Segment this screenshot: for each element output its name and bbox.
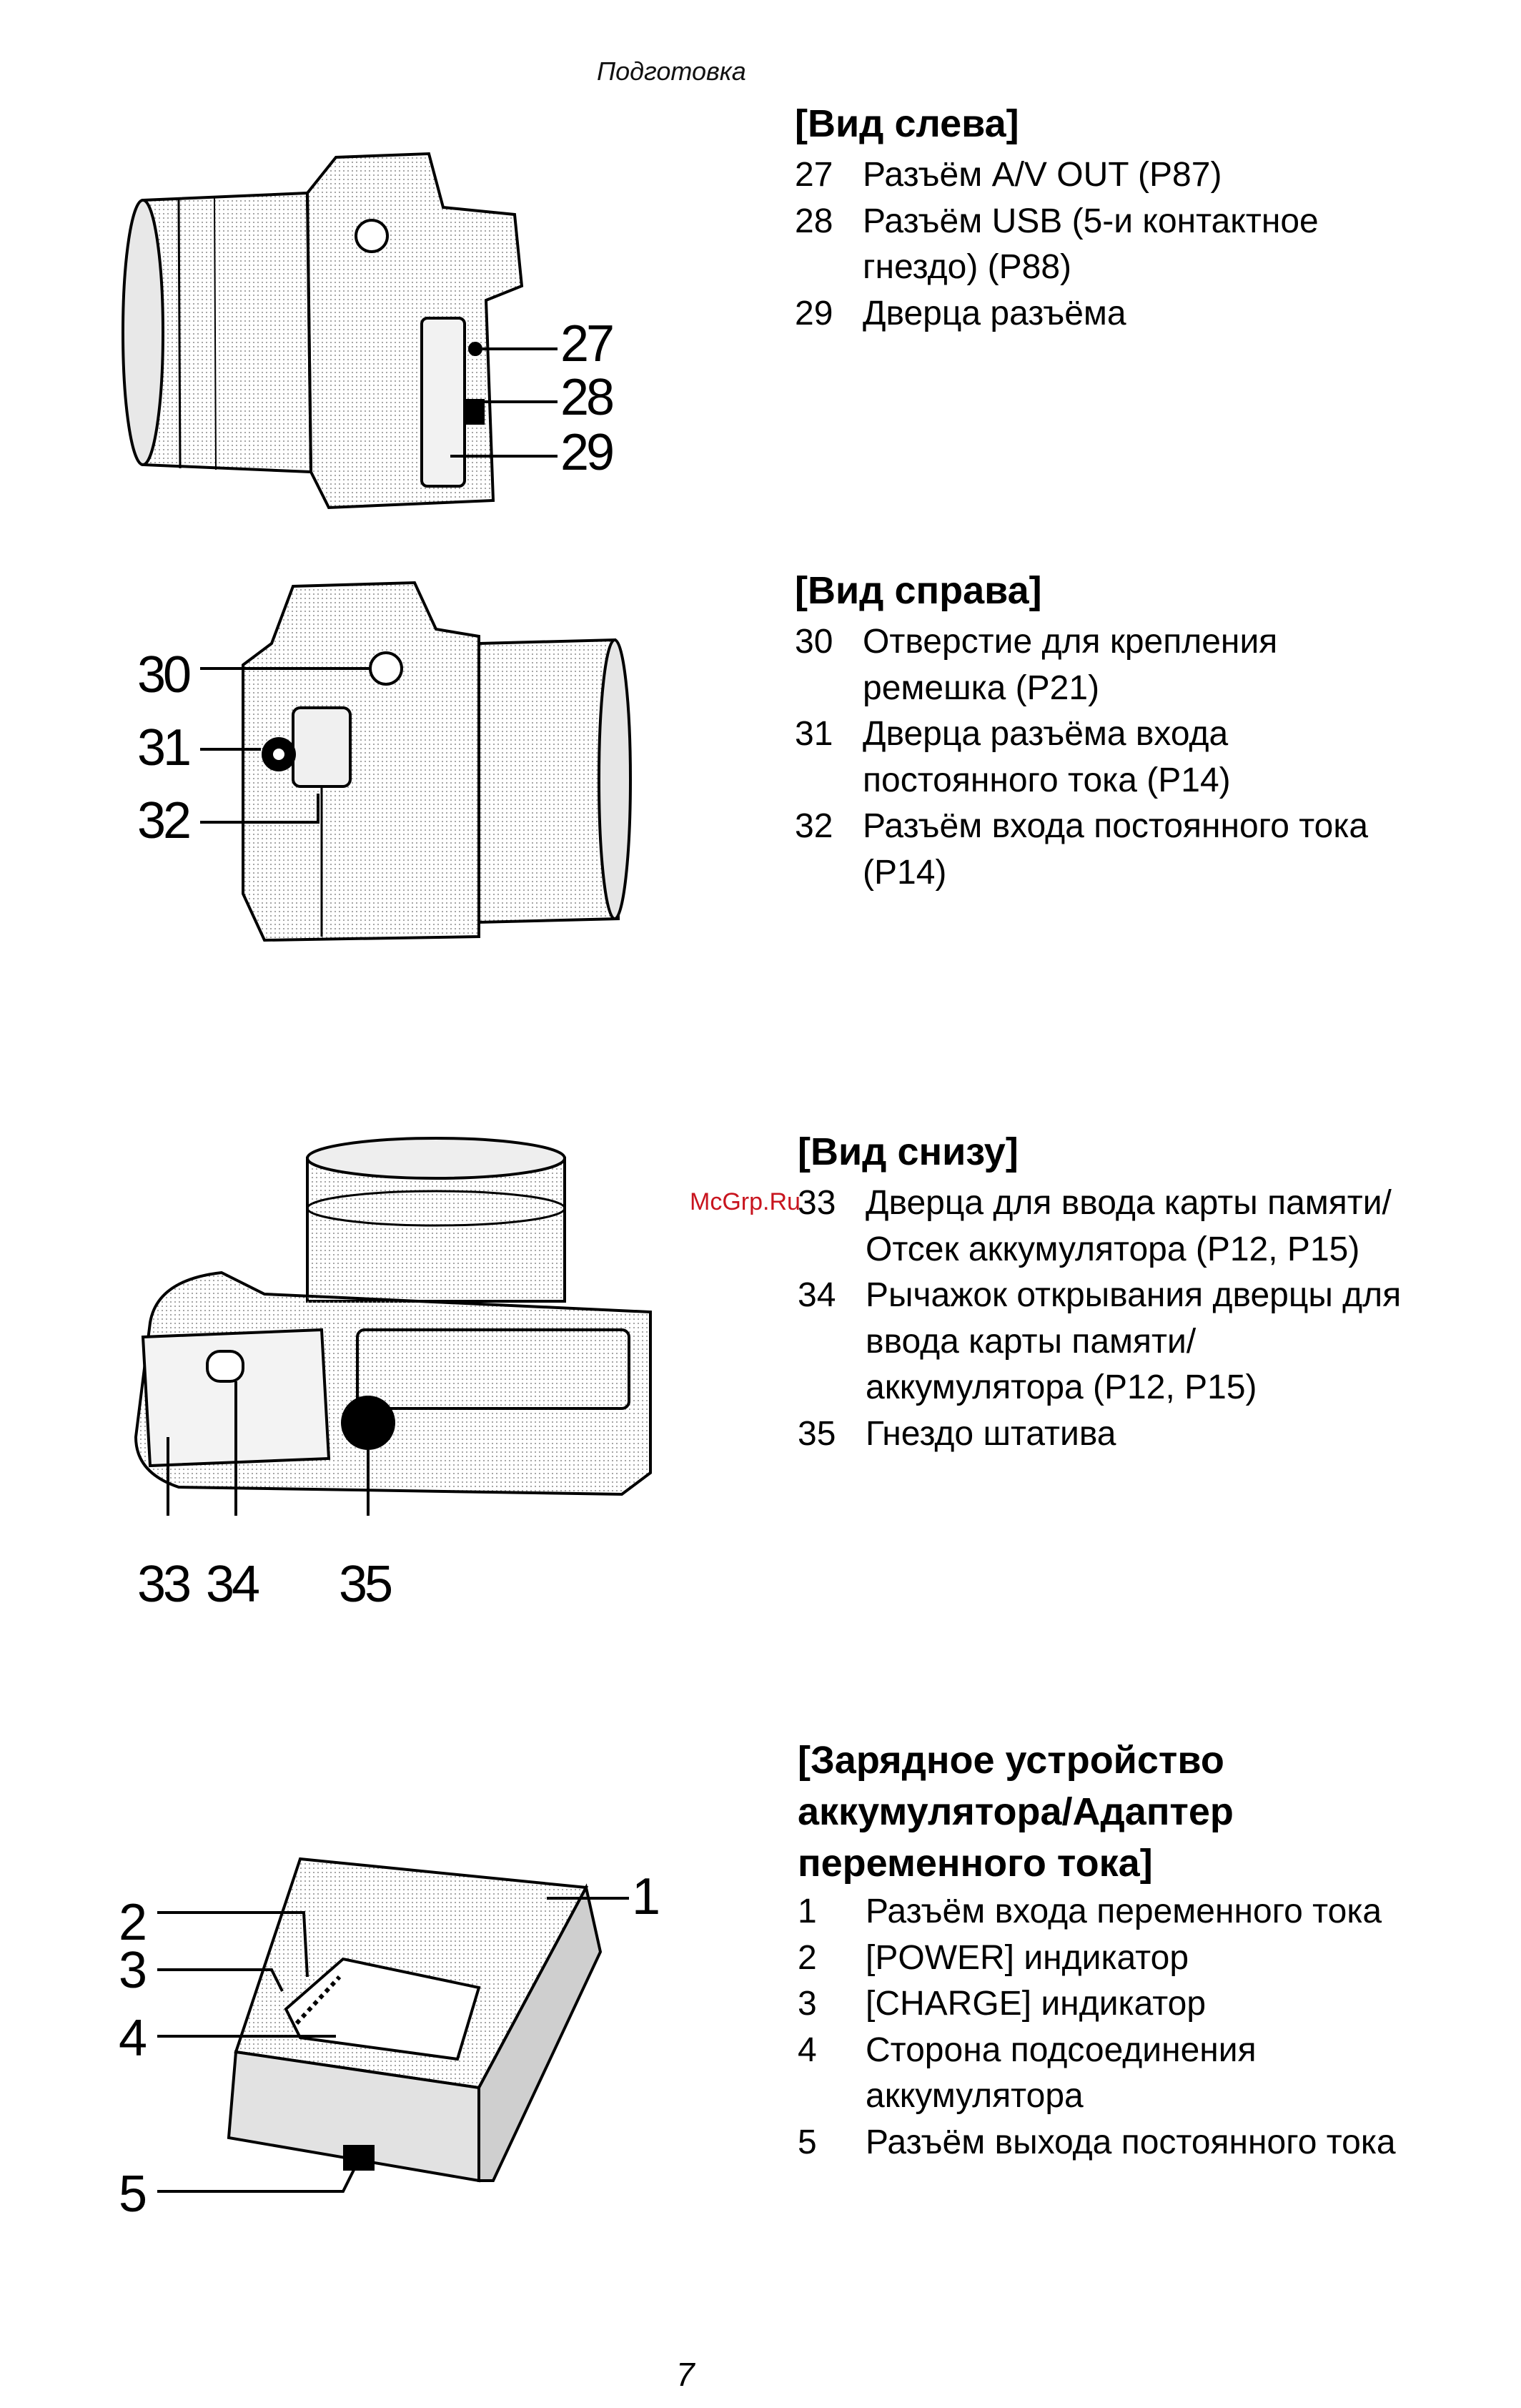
callout-4: 4: [119, 2010, 147, 2067]
callout-34: 34: [206, 1556, 260, 1613]
item-number: 1: [798, 1893, 817, 1930]
page-number: 7: [676, 2356, 695, 2393]
item-text: Разъём входа переменного тока: [866, 1893, 1382, 1930]
list-item: 33 Дверца для ввода карты памяти/Отсек ак…: [798, 1180, 1412, 1273]
item-list-left-view: 27 Разъём A/V OUT (P87) 28 Разъём USB (5-и…: [795, 152, 1409, 337]
list-item: 32 Разъём входа постоянного тока (P14): [795, 804, 1409, 896]
item-number: 31: [795, 715, 833, 753]
callout-29: 29: [560, 424, 615, 481]
list-item: 5 Разъём выхода постоянного тока: [798, 2120, 1412, 2166]
item-text: Разъём выхода постоянного тока: [866, 2123, 1396, 2161]
item-text: Отверстие для крепления ремешка (P21): [863, 623, 1278, 707]
running-header: Подготовка: [597, 56, 746, 86]
item-number: 29: [795, 294, 833, 332]
callout-30: 30: [137, 646, 192, 704]
section-title-charger: [Зарядное устройство аккумулятора/Адапте…: [798, 1739, 1234, 1885]
charger-illustration: [157, 1857, 629, 2193]
watermark: McGrp.Ru: [690, 1188, 801, 1215]
camera-left-view-illustration: [122, 152, 558, 510]
callout-3: 3: [119, 1942, 147, 1999]
item-text: [POWER] индикатор: [866, 1938, 1189, 1977]
item-text: Разъём A/V OUT (P87): [863, 156, 1222, 194]
camera-right-view-illustration: [200, 581, 632, 942]
list-item: 30 Отверстие для крепления ремешка (P21): [795, 619, 1409, 711]
item-text: Сторона подсоединения аккумулятора: [866, 2030, 1257, 2116]
callout-5: 5: [119, 2166, 147, 2223]
list-item: 27 Разъём A/V OUT (P87): [795, 152, 1409, 199]
item-text: Дверца разъёма: [863, 294, 1126, 332]
item-number: 28: [795, 202, 833, 240]
item-text: [CHARGE] индикатор: [866, 1985, 1207, 2023]
section-title-left-view: [Вид слева]: [795, 102, 1019, 145]
callout-2: 2: [119, 1894, 147, 1951]
callout-32: 32: [137, 792, 192, 849]
callout-33: 33: [137, 1556, 192, 1613]
section-title-right-view: [Вид справа]: [795, 569, 1042, 612]
item-text: Рычажок открывания дверцы для ввода карт…: [866, 1276, 1402, 1406]
item-number: 34: [798, 1276, 836, 1314]
callout-1: 1: [632, 1868, 660, 1925]
item-text: Дверца разъёма входа постоянного тока (P…: [863, 715, 1231, 799]
item-number: 33: [798, 1184, 836, 1222]
section-title-bottom-view: [Вид снизу]: [798, 1130, 1019, 1173]
item-number: 4: [798, 2030, 817, 2069]
callout-28: 28: [560, 369, 615, 426]
item-list-bottom-view: 33 Дверца для ввода карты памяти/Отсек ак…: [798, 1180, 1412, 1457]
item-list-charger: 1 Разъём входа переменного тока 2 [POWER] …: [798, 1889, 1412, 2166]
item-number: 3: [798, 1985, 817, 2023]
callout-31: 31: [137, 719, 192, 776]
item-number: 32: [795, 807, 833, 845]
callout-27: 27: [560, 315, 615, 372]
list-item: 3 [CHARGE] индикатор: [798, 1981, 1412, 2028]
item-text: Разъём входа постоянного тока (P14): [863, 807, 1369, 892]
item-number: 35: [798, 1414, 836, 1453]
item-text: Гнездо штатива: [866, 1414, 1116, 1453]
list-item: 1 Разъём входа переменного тока: [798, 1889, 1412, 1935]
item-number: 2: [798, 1938, 817, 1977]
item-text: Разъём USB (5-и контактное гнездо) (P88): [863, 202, 1319, 287]
list-item: 28 Разъём USB (5-и контактное гнездо) (P8…: [795, 199, 1409, 291]
list-item: 31 Дверца разъёма входа постоянного тока …: [795, 711, 1409, 804]
list-item: 35 Гнездо штатива: [798, 1411, 1412, 1458]
camera-bottom-view-illustration: [134, 1137, 652, 1516]
callout-35: 35: [339, 1556, 393, 1613]
item-number: 27: [795, 156, 833, 194]
item-number: 5: [798, 2123, 817, 2161]
list-item: 4 Сторона подсоединения аккумулятора: [798, 2028, 1412, 2120]
list-item: 29 Дверца разъёма: [795, 291, 1409, 337]
list-item: 2 [POWER] индикатор: [798, 1935, 1412, 1982]
item-text: Дверца для ввода карты памяти/Отсек акку…: [866, 1184, 1392, 1268]
item-number: 30: [795, 623, 833, 661]
list-item: 34 Рычажок открывания дверцы для ввода ка…: [798, 1273, 1412, 1411]
